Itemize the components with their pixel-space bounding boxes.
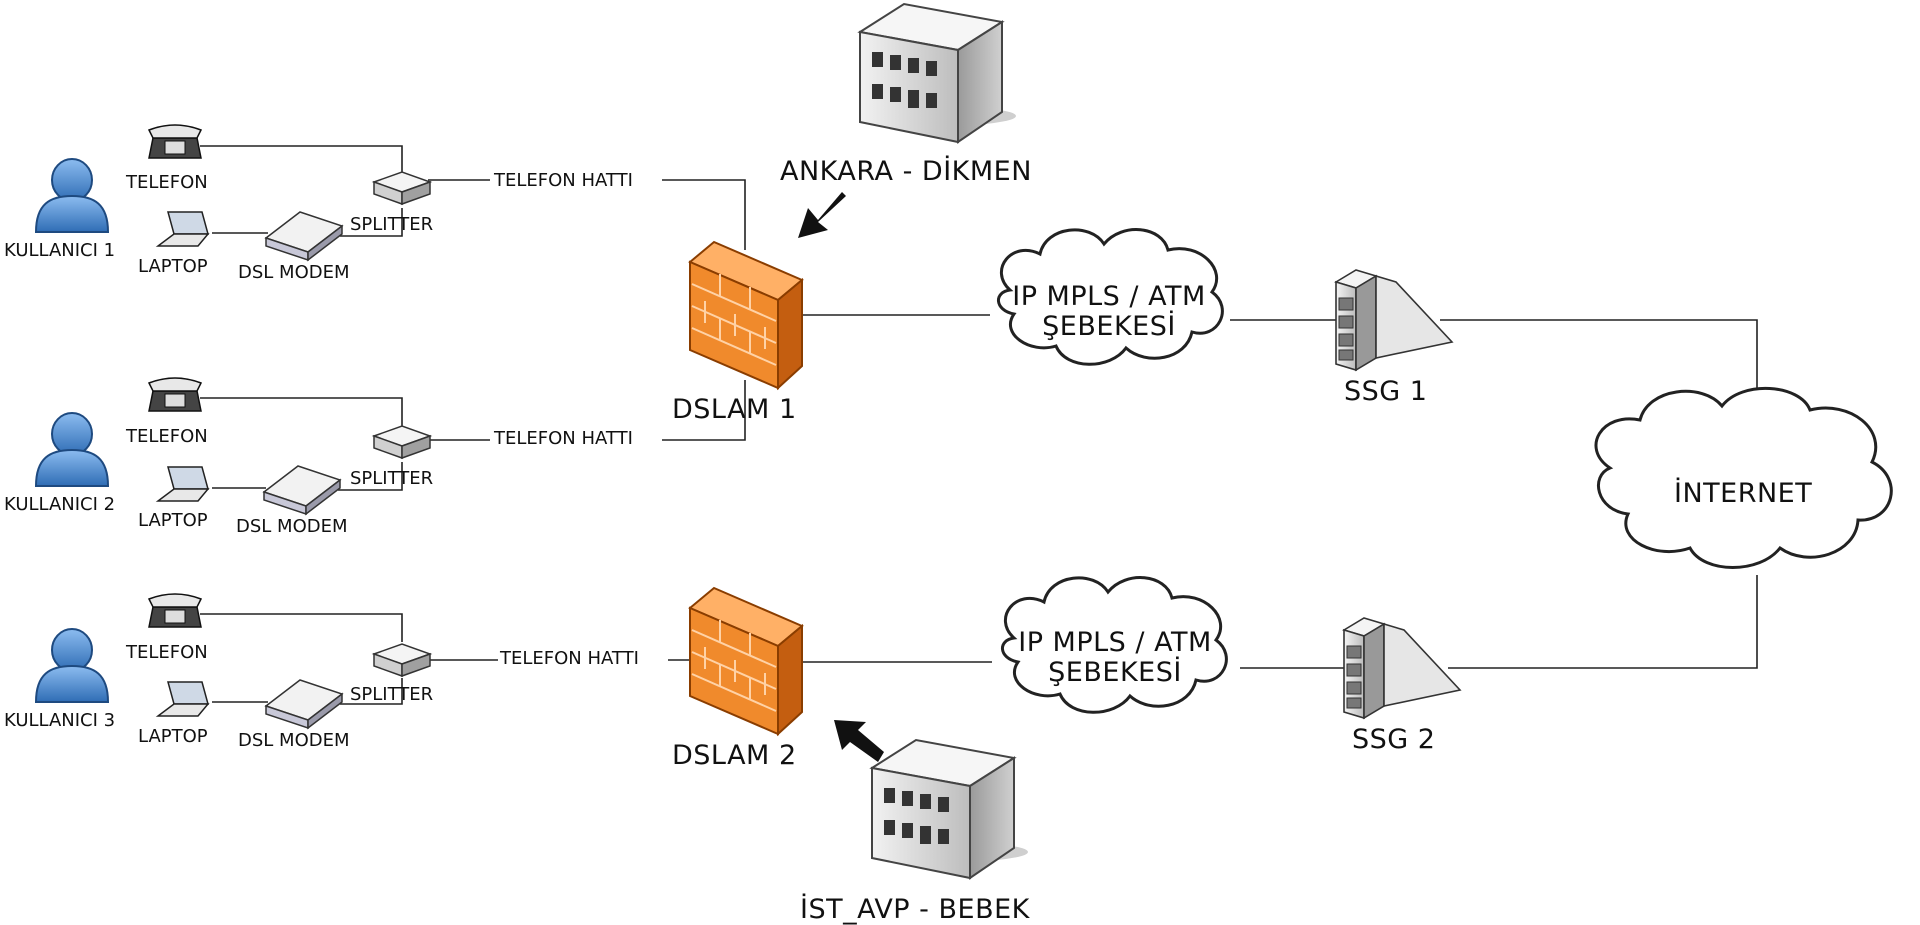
user-label: KULLANICI 1 — [4, 240, 116, 261]
telephone-label: TELEFON — [126, 642, 208, 663]
ssg-1-label: SSG 1 — [1344, 376, 1428, 407]
ssg-2-label: SSG 2 — [1352, 724, 1436, 755]
internet-cloud-icon — [1594, 386, 1893, 569]
mpls-2-label: IP MPLS / ATM ŞEBEKESİ — [990, 628, 1240, 688]
user-row-3 — [34, 593, 690, 730]
dslam-2-label: DSLAM 2 — [672, 740, 797, 771]
telephone-label: TELEFON — [126, 426, 208, 447]
splitter-icon — [371, 643, 433, 678]
mpls-cloud-2-icon — [1001, 576, 1228, 714]
mpls-cloud-1-icon — [997, 228, 1224, 366]
telephone-label: TELEFON — [126, 172, 208, 193]
modem-to-splitter-line — [340, 678, 403, 705]
laptop-label: LAPTOP — [138, 510, 208, 531]
ssg-2-icon — [1342, 617, 1462, 720]
laptop-icon — [155, 466, 210, 502]
mpls-2-line2: ŞEBEKESİ — [1048, 657, 1182, 688]
laptop-icon — [155, 681, 210, 717]
laptop-icon — [155, 211, 210, 247]
dsl-modem-icon — [264, 679, 344, 730]
telefon-hatti-line-1 — [662, 179, 746, 250]
modem-to-splitter-line — [340, 208, 403, 237]
building-ankara-icon — [857, 2, 1016, 144]
telephone-icon — [147, 377, 203, 412]
splitter-icon — [371, 425, 433, 460]
site-istanbul-label: İST_AVP - BEBEK — [800, 894, 1030, 925]
internet-label: İNTERNET — [1674, 478, 1813, 509]
telephone-line-label: TELEFON HATTI — [494, 170, 633, 191]
phone-to-splitter-line — [200, 397, 403, 426]
user-label: KULLANICI 2 — [4, 494, 116, 515]
arrow-ankara-to-dslam1-icon — [798, 192, 846, 238]
dslam-2-icon — [688, 586, 804, 737]
dsl-modem-label: DSL MODEM — [236, 516, 348, 537]
splitter-icon — [371, 171, 433, 206]
dsl-modem-icon — [262, 465, 342, 516]
ssg-1-icon — [1334, 269, 1454, 372]
phone-to-splitter-line — [200, 145, 403, 172]
user-row-1 — [34, 124, 746, 262]
modem-to-splitter-line — [338, 462, 403, 491]
phone-to-splitter-line — [200, 613, 403, 642]
arrow-istanbul-to-dslam2-icon — [834, 720, 884, 762]
dsl-modem-icon — [264, 211, 344, 262]
dsl-modem-label: DSL MODEM — [238, 730, 350, 751]
laptop-label: LAPTOP — [138, 256, 208, 277]
building-istanbul-icon — [869, 738, 1028, 880]
mpls-1-label: IP MPLS / ATM ŞEBEKESİ — [984, 282, 1234, 342]
splitter-label: SPLITTER — [350, 214, 434, 235]
laptop-label: LAPTOP — [138, 726, 208, 747]
dslam-1-label: DSLAM 1 — [672, 394, 797, 425]
user-icon — [34, 412, 110, 487]
dsl-modem-label: DSL MODEM — [238, 262, 350, 283]
dslam-1-icon — [688, 240, 804, 391]
user-label: KULLANICI 3 — [4, 710, 116, 731]
site-ankara-label: ANKARA - DİKMEN — [780, 156, 1032, 187]
splitter-label: SPLITTER — [350, 468, 434, 489]
user-icon — [34, 628, 110, 703]
telephone-icon — [147, 124, 203, 159]
mpls-1-line1: IP MPLS / ATM — [1012, 281, 1206, 312]
mpls-1-line2: ŞEBEKESİ — [1042, 311, 1176, 342]
user-icon — [34, 158, 110, 233]
user-row-2 — [34, 377, 746, 516]
telefon-hatti-line-2 — [662, 380, 746, 441]
telephone-line-label: TELEFON HATTI — [494, 428, 633, 449]
telephone-line-label: TELEFON HATTI — [500, 648, 639, 669]
telephone-icon — [147, 593, 203, 628]
ssg2-to-internet-line — [1448, 575, 1758, 669]
splitter-label: SPLITTER — [350, 684, 434, 705]
mpls-2-line1: IP MPLS / ATM — [1018, 627, 1212, 658]
